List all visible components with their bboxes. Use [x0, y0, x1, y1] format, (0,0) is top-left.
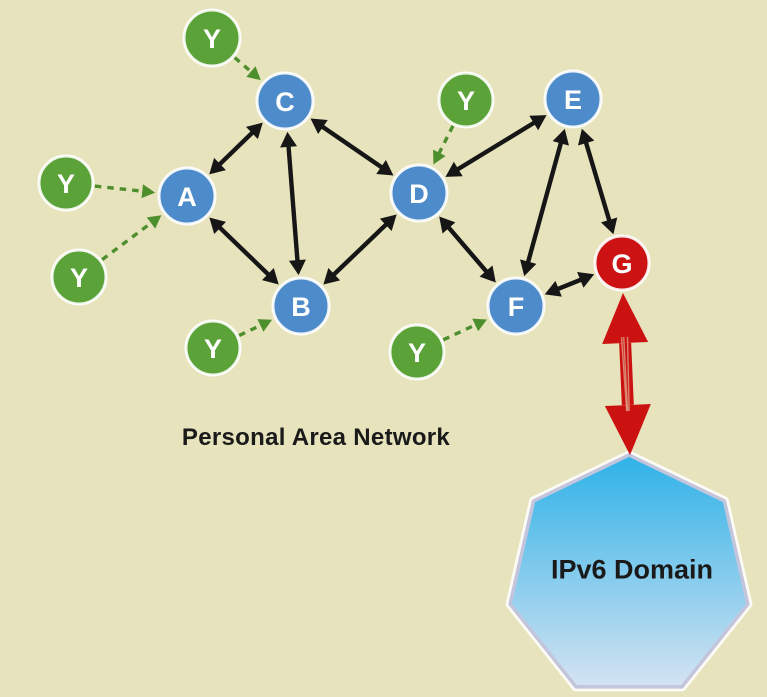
node-B: B: [271, 276, 331, 336]
node-Y4-label: Y: [204, 334, 222, 364]
node-Y5-label: Y: [457, 86, 475, 116]
edge-B-D: [323, 214, 397, 285]
edge-Y3-A: [101, 215, 162, 261]
node-Y2-circle: [37, 154, 95, 212]
edge-B-C: [280, 131, 306, 276]
node-Y2-label: Y: [57, 169, 75, 199]
node-Y6-circle: [388, 323, 446, 381]
node-D-label: D: [409, 179, 429, 209]
node-E: E: [543, 69, 603, 129]
node-F-label: F: [508, 292, 525, 322]
pan-to-ipv6-link-arrow: [602, 293, 651, 455]
node-F-circle: [486, 276, 546, 336]
node-E-circle: [543, 69, 603, 129]
node-E-label: E: [564, 85, 582, 115]
node-A-label: A: [177, 182, 197, 212]
edge-D-E: [445, 115, 547, 177]
edge-Y4-B: [238, 319, 273, 338]
edge-Y1-C: [233, 56, 261, 81]
node-C-label: C: [275, 87, 295, 117]
node-Y6: Y: [388, 323, 446, 381]
node-Y1-circle: [182, 8, 242, 68]
node-A-circle: [157, 166, 217, 226]
edge-A-B: [209, 217, 279, 285]
node-A: A: [157, 166, 217, 226]
node-Y5-circle: [437, 71, 495, 129]
node-Y1-label: Y: [203, 24, 221, 54]
edge-E-G: [578, 128, 618, 235]
node-F: F: [486, 276, 546, 336]
edge-Y6-F: [442, 318, 487, 342]
node-Y6-label: Y: [408, 338, 426, 368]
ipv6-domain-shape: [508, 453, 750, 689]
edge-F-G: [544, 272, 595, 297]
node-D-circle: [389, 163, 449, 223]
edge-Y5-D: [433, 125, 455, 165]
node-G-label: G: [611, 249, 632, 279]
node-Y4: Y: [184, 319, 242, 377]
edge-A-C: [209, 122, 263, 175]
edge-D-F: [439, 216, 496, 283]
node-Y3-circle: [50, 248, 108, 306]
node-Y5: Y: [437, 71, 495, 129]
node-C-circle: [255, 71, 315, 131]
node-Y4-circle: [184, 319, 242, 377]
node-Y2: Y: [37, 154, 95, 212]
node-Y3-label: Y: [70, 263, 88, 293]
ipv6-domain-caption: IPv6 Domain: [550, 554, 714, 585]
node-D: D: [389, 163, 449, 223]
node-C: C: [255, 71, 315, 131]
edge-C-D: [310, 118, 394, 176]
node-Y1: Y: [182, 8, 242, 68]
node-G-circle: [593, 234, 651, 292]
edge-E-F: [520, 128, 569, 277]
node-B-label: B: [291, 292, 311, 322]
personal-area-network-caption: Personal Area Network: [181, 424, 451, 451]
node-B-circle: [271, 276, 331, 336]
node-Y3: Y: [50, 248, 108, 306]
node-G: G: [593, 234, 651, 292]
edge-Y2-A: [94, 184, 156, 199]
